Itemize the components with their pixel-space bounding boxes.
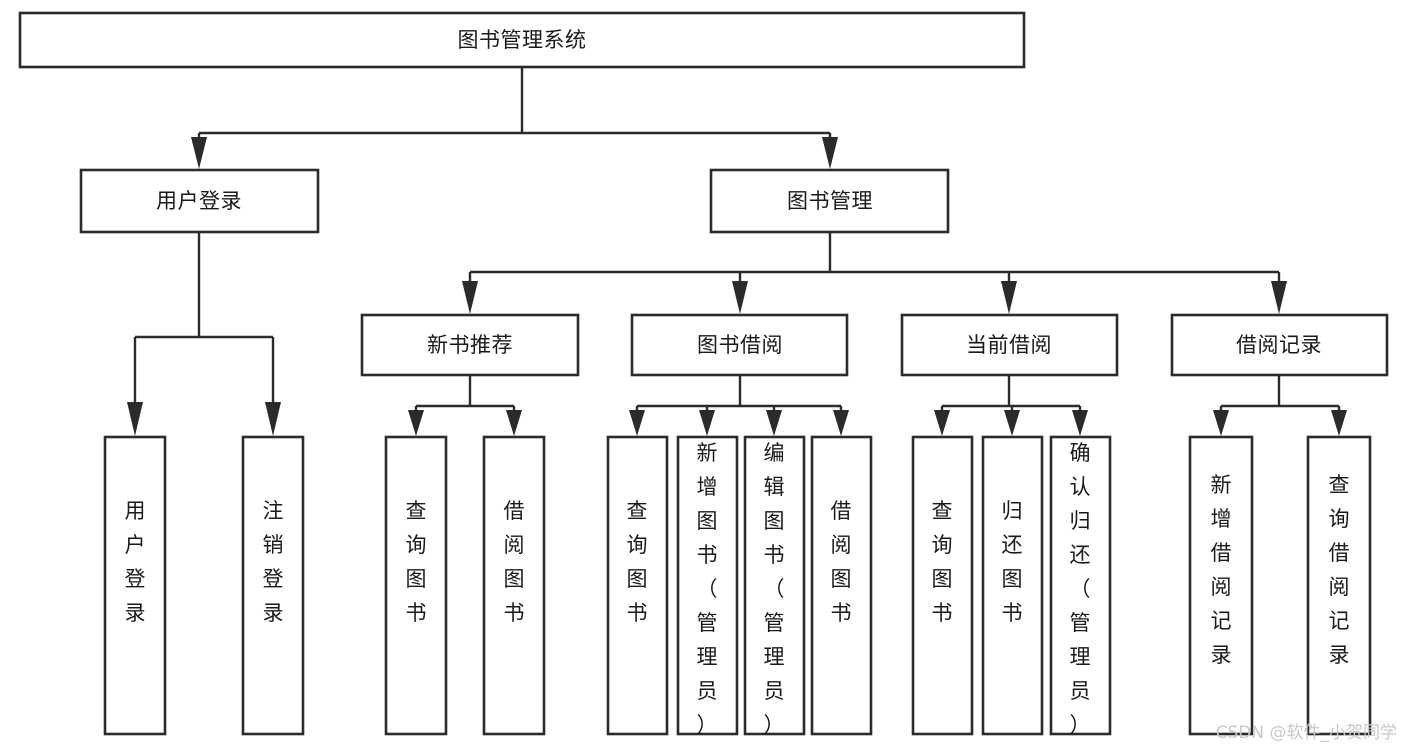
node-leaf-user-login-box[interactable] [103,435,167,736]
arrow-leaf-query-record [1331,410,1347,436]
arrow-current-borrow [1001,281,1017,314]
arrow-leaf-return-book [1004,410,1020,436]
node-root[interactable]: 图书管理系统 [18,11,1026,69]
arrow-leaf-add-book [699,410,715,436]
node-book-manage-box[interactable] [709,168,950,234]
node-leaf-query-book-2[interactable]: 查询图书 [606,435,669,736]
node-leaf-return-book[interactable]: 归还图书 [981,435,1044,736]
node-leaf-query-record-label: 查询借阅记录 [1329,473,1350,667]
node-book-manage-label: 图书管理 [787,189,873,213]
node-leaf-add-record-box[interactable] [1188,435,1254,736]
arrow-new-book-recommend [462,281,478,314]
node-leaf-edit-book[interactable]: 编辑图书（管理员） [743,435,806,737]
node-leaf-add-book-box[interactable] [676,435,739,736]
node-leaf-query-book-1-box[interactable] [384,435,448,736]
node-leaf-query-record[interactable]: 查询借阅记录 [1306,435,1372,736]
node-new-book-recommend-box[interactable] [360,313,580,377]
node-leaf-add-record-label: 新增借阅记录 [1211,473,1232,667]
node-leaf-confirm-return[interactable]: 确认归还（管理员） [1049,435,1112,737]
node-book-borrow-label: 图书借阅 [697,333,783,357]
node-leaf-return-book-label: 归还图书 [1002,499,1023,625]
node-book-borrow-box[interactable] [630,313,849,377]
node-leaf-query-book-3[interactable]: 查询图书 [911,435,974,736]
node-new-book-recommend-label: 新书推荐 [427,333,513,357]
arrow-leaf-query-book-3 [934,410,950,436]
node-leaf-query-book-3-label: 查询图书 [932,499,953,625]
node-leaf-return-book-box[interactable] [981,435,1044,736]
node-book-manage[interactable]: 图书管理 [709,168,950,234]
node-borrow-record-label: 借阅记录 [1236,333,1322,357]
node-leaf-borrow-book-2-box[interactable] [810,435,873,736]
node-leaf-query-book-2-box[interactable] [606,435,669,736]
node-user-login-label: 用户登录 [156,189,242,213]
node-leaf-borrow-book-2[interactable]: 借阅图书 [810,435,873,736]
node-leaf-query-book-3-box[interactable] [911,435,974,736]
node-borrow-record[interactable]: 借阅记录 [1170,313,1389,377]
node-leaf-confirm-return-label: 确认归还（管理员） [1070,441,1091,737]
node-user-login[interactable]: 用户登录 [79,168,320,234]
node-current-borrow-label: 当前借阅 [966,333,1052,357]
node-borrow-record-box[interactable] [1170,313,1389,377]
arrow-leaf-user-logout [265,402,281,436]
node-leaf-query-record-box[interactable] [1306,435,1372,736]
node-leaf-add-book[interactable]: 新增图书（管理员） [676,435,739,737]
node-leaf-borrow-book-2-label: 借阅图书 [831,499,852,625]
arrow-borrow-record [1271,281,1287,314]
node-leaf-add-record[interactable]: 新增借阅记录 [1188,435,1254,736]
node-leaf-query-book-2-label: 查询图书 [627,499,648,625]
arrow-leaf-query-book-2 [629,410,645,436]
node-leaf-user-logout-label: 注销登录 [263,499,284,625]
node-leaf-user-login[interactable]: 用户登录 [103,435,167,736]
node-book-borrow[interactable]: 图书借阅 [630,313,849,377]
arrow-leaf-edit-book [766,410,782,436]
node-leaf-edit-book-box[interactable] [743,435,806,736]
node-leaf-add-book-label: 新增图书（管理员） [697,441,718,737]
arrow-leaf-query-book-1 [408,410,424,436]
node-leaf-user-logout-box[interactable] [241,435,305,736]
edges-group [127,67,1347,436]
node-user-login-box[interactable] [79,168,320,234]
node-leaf-confirm-return-box[interactable] [1049,435,1112,736]
arrow-root-to-user-login [191,137,207,169]
node-leaf-user-logout[interactable]: 注销登录 [241,435,305,736]
node-root-label: 图书管理系统 [458,28,587,52]
node-leaf-borrow-book-1-box[interactable] [482,435,546,736]
node-leaf-user-login-label: 用户登录 [125,499,146,625]
arrow-book-borrow [732,281,748,314]
node-leaf-query-book-1[interactable]: 查询图书 [384,435,448,736]
arrow-leaf-add-record [1213,410,1229,436]
node-current-borrow-box[interactable] [900,313,1119,377]
node-new-book-recommend[interactable]: 新书推荐 [360,313,580,377]
node-root-box[interactable] [18,11,1026,69]
node-leaf-borrow-book-1-label: 借阅图书 [504,499,525,625]
arrow-leaf-user-login [127,402,143,436]
arrow-leaf-borrow-book-2 [833,410,849,436]
node-current-borrow[interactable]: 当前借阅 [900,313,1119,377]
arrow-leaf-borrow-book-1 [506,410,522,436]
arrow-root-to-book-manage [822,137,838,169]
node-leaf-query-book-1-label: 查询图书 [406,499,427,625]
node-leaf-edit-book-label: 编辑图书（管理员） [764,441,785,737]
node-leaf-borrow-book-1[interactable]: 借阅图书 [482,435,546,736]
csdn-watermark: CSDN @软件_小贺同学 [1215,723,1397,743]
arrow-leaf-confirm-return [1072,410,1088,436]
